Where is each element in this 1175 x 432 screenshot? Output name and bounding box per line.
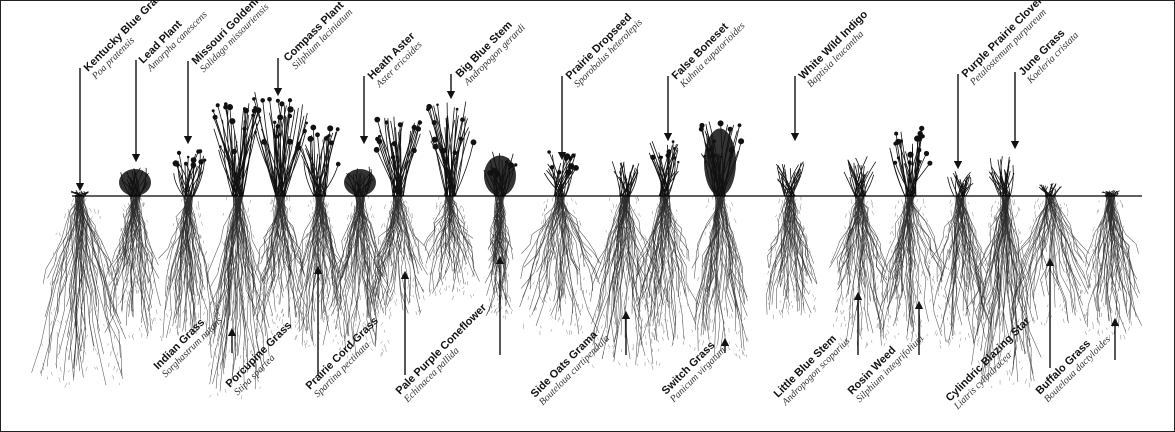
plant-sketch xyxy=(544,150,579,196)
plant-sketch xyxy=(890,126,933,196)
root-system xyxy=(931,196,991,350)
species-label-bottom-2: Prairie Cord GrassSpartina pectinata xyxy=(304,315,389,400)
root-system xyxy=(105,196,163,341)
plant-sketch xyxy=(1039,183,1061,196)
species-label-bottom-4: Side Oats GramaBouteloua curtipendula xyxy=(529,325,612,408)
species-label-top-8: White Wild IndigoBaptisia leucantha xyxy=(797,8,879,90)
plant-sketch xyxy=(989,156,1014,196)
plant-sketch xyxy=(71,190,89,196)
species-label-top-3: Compass PlantSilphium laciniatum xyxy=(282,0,355,72)
species-label-bottom-0: Indian GrassSorghastrum nutans xyxy=(152,307,225,380)
root-system xyxy=(158,196,219,341)
plant-sketch xyxy=(212,102,262,196)
plant-sketch xyxy=(649,140,679,196)
species-label-top-4: Heath AsterAster ericoides xyxy=(365,30,426,91)
root-system xyxy=(520,196,602,335)
species-label-top-7: False BonesetKuhnia eupatorioides xyxy=(669,12,748,91)
plant-sketch xyxy=(426,102,476,196)
plant-sketch xyxy=(776,162,804,196)
plant-sketch xyxy=(119,168,151,196)
plant-sketch xyxy=(612,161,639,196)
plant-sketch xyxy=(844,156,876,196)
plant-sketch xyxy=(252,92,308,196)
common-name: Prairie Cord Grass xyxy=(304,315,381,392)
plant-sketch xyxy=(948,171,974,196)
plant-sketch xyxy=(374,117,422,196)
plant-sketch xyxy=(699,120,744,196)
common-name: Side Oats Grama xyxy=(529,328,601,400)
root-system xyxy=(485,196,513,319)
species-label-bottom-6: Little Blue StemAndropogon scoparius xyxy=(771,327,852,408)
species-label-bottom-8: Cylindric Blazing StarLiatris cylindrace… xyxy=(943,315,1041,413)
plant-illustrations xyxy=(71,92,1120,196)
root-system xyxy=(423,196,480,300)
plant-sketch xyxy=(344,167,376,196)
species-label-bottom-5: Switch GrassPanicum virgatum xyxy=(659,336,728,405)
plant-sketch xyxy=(484,152,517,196)
species-label-top-6: Prairie DropseedSporobolus heterolepis xyxy=(564,9,645,90)
species-label-top-5: Big Blue StemAndropogon gerardi xyxy=(453,14,528,89)
scientific-name: Bouteloua curtipendula xyxy=(537,333,612,408)
common-name: Prairie Dropseed xyxy=(564,11,635,82)
root-system xyxy=(253,196,307,338)
plant-sketch xyxy=(1102,191,1120,197)
root-system xyxy=(290,196,350,348)
species-label-bottom-9: Buffalo GrassBouteloua dactyloides xyxy=(1034,326,1113,405)
root-system xyxy=(1084,196,1142,340)
root-system xyxy=(878,196,947,349)
root-system xyxy=(692,196,749,359)
common-name: White Wild Indigo xyxy=(797,8,871,82)
plant-sketch xyxy=(173,149,207,196)
root-system xyxy=(766,196,817,319)
species-label-bottom-3: Pale Purple ConeflowerEchinacea pallida xyxy=(393,301,497,405)
root-system xyxy=(371,196,429,319)
common-name: Pale Purple Coneflower xyxy=(394,301,490,397)
